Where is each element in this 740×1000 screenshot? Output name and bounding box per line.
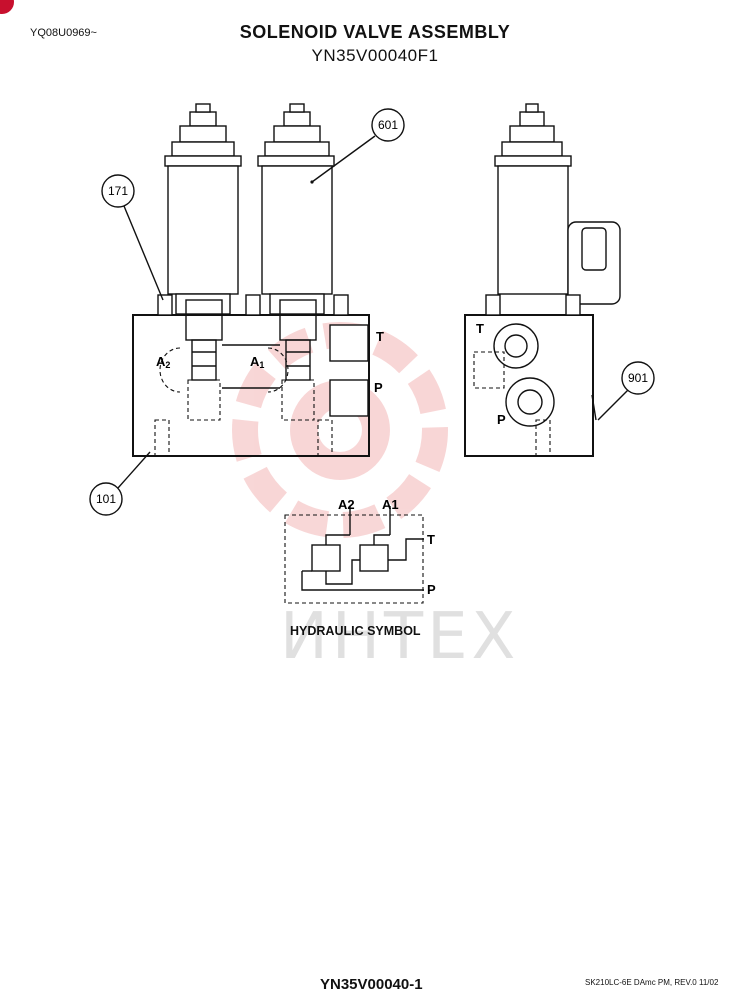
side-port-t-label: T xyxy=(476,321,484,336)
port-p-boss xyxy=(329,379,369,417)
port-t-boss xyxy=(329,324,369,362)
part-number: YN35V00040F1 xyxy=(311,46,439,65)
footer-reference: SK210LC-6E DAmc PM, REV.0 11/02 xyxy=(585,978,719,987)
port-p-side xyxy=(505,377,555,427)
manifold-block-side xyxy=(464,314,594,457)
svg-text:171: 171 xyxy=(108,184,128,198)
hydraulic-symbol: A2 A1 T P xyxy=(284,497,436,604)
valve-symbol-a1 xyxy=(359,544,389,572)
callout-171: 171 xyxy=(101,174,164,301)
valve-symbol-a2 xyxy=(311,544,341,572)
hydraulic-symbol-caption: HYDRAULIC SYMBOL xyxy=(290,624,421,638)
callout-901: 901 xyxy=(597,361,655,421)
symbol-t-label: T xyxy=(427,532,435,547)
front-view xyxy=(132,103,370,457)
page-title: SOLENOID VALVE ASSEMBLY xyxy=(239,22,511,42)
watermark-text: ИНТЕХ xyxy=(280,600,520,674)
serial-range: YQ08U0969~ xyxy=(30,27,97,39)
symbol-a1-label: A1 xyxy=(382,497,399,512)
symbol-a2-label: A2 xyxy=(338,497,355,512)
bolt-head xyxy=(245,294,261,316)
svg-text:901: 901 xyxy=(628,371,648,385)
footer-drawing-code: YN35V00040-1 xyxy=(320,976,423,993)
port-t-side xyxy=(493,323,539,369)
front-port-p-label: P xyxy=(374,380,383,395)
front-port-a2-label: A2 xyxy=(156,354,170,370)
bolt-head xyxy=(157,294,173,316)
solenoid-left xyxy=(164,103,242,315)
side-port-p-label: P xyxy=(497,412,506,427)
svg-text:101: 101 xyxy=(96,492,116,506)
front-port-t-label: T xyxy=(376,329,384,344)
bolt-head xyxy=(333,294,349,316)
callout-101: 101 xyxy=(89,451,151,516)
svg-text:601: 601 xyxy=(378,118,398,132)
cartridge-left xyxy=(185,299,223,421)
solenoid-coil-side xyxy=(497,165,569,295)
cartridge-right xyxy=(279,299,317,421)
side-view xyxy=(464,103,621,457)
solenoid-right xyxy=(257,103,335,315)
front-port-a1-label: A1 xyxy=(250,354,264,370)
callout-601: 601 xyxy=(310,108,405,184)
symbol-p-label: P xyxy=(427,582,436,597)
